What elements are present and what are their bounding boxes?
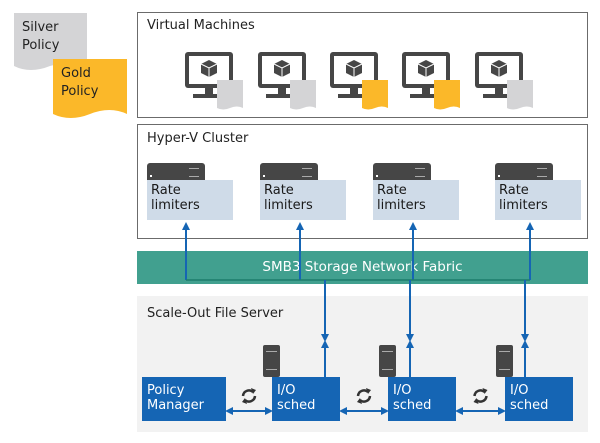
gold-policy-label: Gold Policy: [53, 59, 98, 101]
vm-policy-badge: [290, 80, 316, 110]
vm-monitor-icon: [330, 52, 388, 110]
hyperv-cluster-title: Hyper-V Cluster: [147, 131, 249, 146]
sched-line1: I/O: [510, 383, 529, 398]
policy-manager-line2: Manager: [147, 398, 204, 413]
rate-line2: limiters: [264, 198, 313, 213]
file-server-icon: [496, 345, 513, 377]
server-icon: [260, 163, 318, 180]
sched-line2: sched: [277, 398, 316, 413]
server-icon: [495, 163, 553, 180]
gold-line2: Policy: [61, 84, 99, 99]
refresh-icon: [473, 388, 488, 404]
silver-policy-shape: [14, 13, 87, 70]
sched-line2: sched: [393, 398, 432, 413]
gold-policy-shape: [53, 59, 127, 118]
file-server-icon: [263, 345, 280, 377]
vm-policy-badge: [434, 80, 460, 110]
vm-monitor-icon: [402, 52, 460, 110]
server-icon: [373, 163, 431, 180]
sched-line2: sched: [510, 398, 549, 413]
sched-line1: I/O: [277, 383, 296, 398]
refresh-icon: [356, 388, 372, 404]
vm-monitor-icon: [258, 52, 316, 110]
silver-line2: Policy: [22, 38, 60, 53]
sofs-title: Scale-Out File Server: [147, 306, 284, 321]
server-icon: [147, 163, 205, 180]
silver-policy-label: Silver Policy: [14, 13, 59, 55]
vm-policy-badge: [362, 80, 388, 110]
virtual-machines-title: Virtual Machines: [147, 18, 255, 33]
file-server-icon: [379, 345, 396, 377]
vm-policy-badge: [217, 80, 243, 110]
policy-manager-box: Policy Manager: [142, 377, 226, 421]
sched-line1: I/O: [393, 383, 412, 398]
vm-monitor-icon: [475, 52, 533, 110]
vm-monitor-icon: [185, 52, 243, 110]
rate-line1: Rate: [377, 183, 407, 198]
rate-line2: limiters: [377, 198, 426, 213]
vm-policy-badge: [507, 80, 533, 110]
rate-line2: limiters: [499, 198, 548, 213]
policy-manager-line1: Policy: [147, 383, 185, 398]
rate-line1: Rate: [499, 183, 529, 198]
silver-line1: Silver: [22, 20, 59, 35]
rate-line1: Rate: [264, 183, 294, 198]
gold-line1: Gold: [61, 66, 91, 81]
rate-line1: Rate: [151, 183, 181, 198]
refresh-icon: [241, 388, 257, 404]
rate-line2: limiters: [151, 198, 200, 213]
